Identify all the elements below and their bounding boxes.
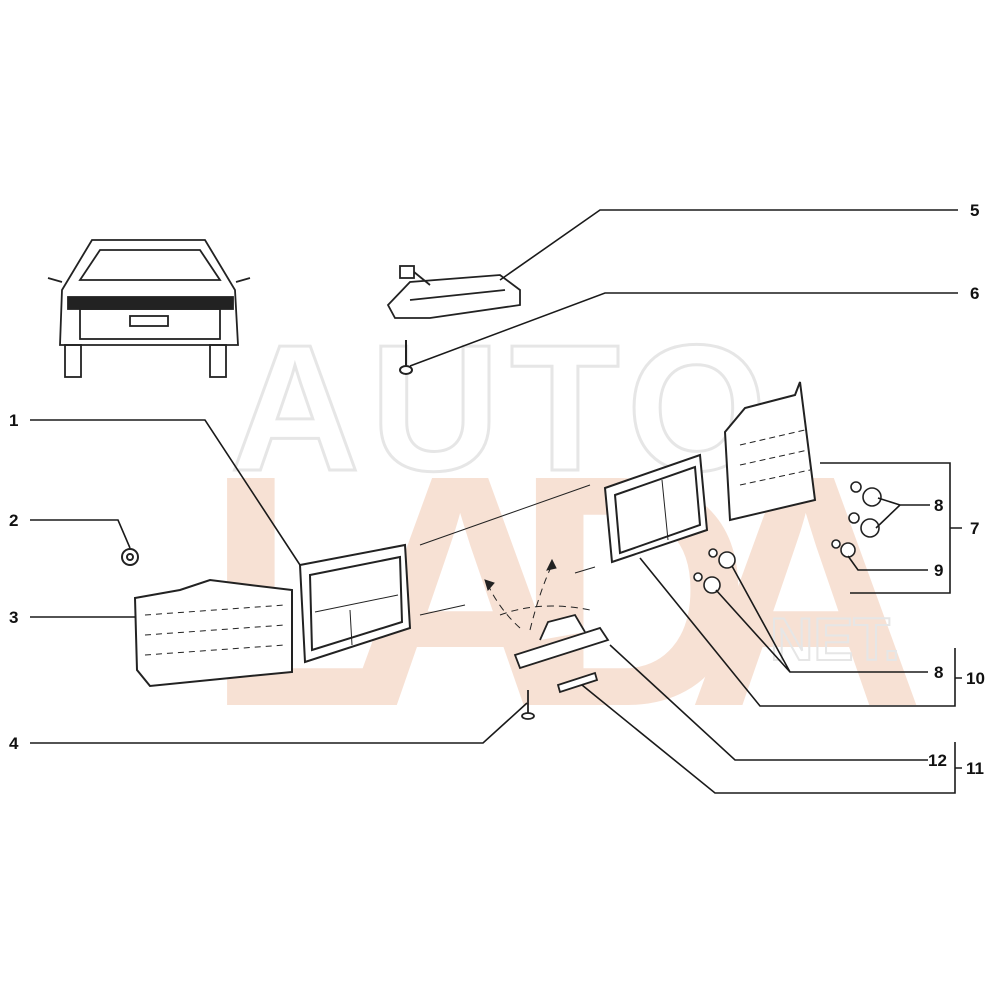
high-stop-lamp bbox=[386, 265, 521, 319]
callout-4: 4 bbox=[9, 734, 19, 753]
callout-1: 1 bbox=[9, 411, 19, 430]
callout-8-lower: 8 bbox=[934, 663, 944, 682]
right-lamp-housing bbox=[603, 453, 709, 564]
callout-2: 2 bbox=[9, 511, 19, 530]
right-tail-lamp bbox=[723, 381, 817, 522]
callout-7: 7 bbox=[970, 519, 980, 538]
bulbs bbox=[693, 481, 882, 594]
callout-5: 5 bbox=[970, 201, 980, 220]
callout-11: 11 bbox=[966, 759, 984, 778]
callout-12: 12 bbox=[928, 751, 947, 770]
watermark: AUTO LADA NET. bbox=[205, 307, 925, 776]
svg-text:NET.: NET. bbox=[770, 606, 900, 673]
callout-8-upper: 8 bbox=[934, 496, 944, 515]
callout-9: 9 bbox=[934, 561, 944, 580]
car-rear-view-icon bbox=[47, 239, 251, 378]
license-plate-lamp bbox=[513, 613, 610, 720]
screw-6 bbox=[399, 340, 413, 375]
nut bbox=[121, 548, 139, 566]
leader-lines bbox=[30, 209, 962, 794]
assembly-guide-lines bbox=[419, 484, 596, 631]
callout-10: 10 bbox=[966, 669, 985, 688]
left-lamp-housing bbox=[298, 543, 412, 664]
left-tail-lamp bbox=[133, 578, 293, 688]
callout-3: 3 bbox=[9, 608, 19, 627]
callout-6: 6 bbox=[970, 284, 980, 303]
